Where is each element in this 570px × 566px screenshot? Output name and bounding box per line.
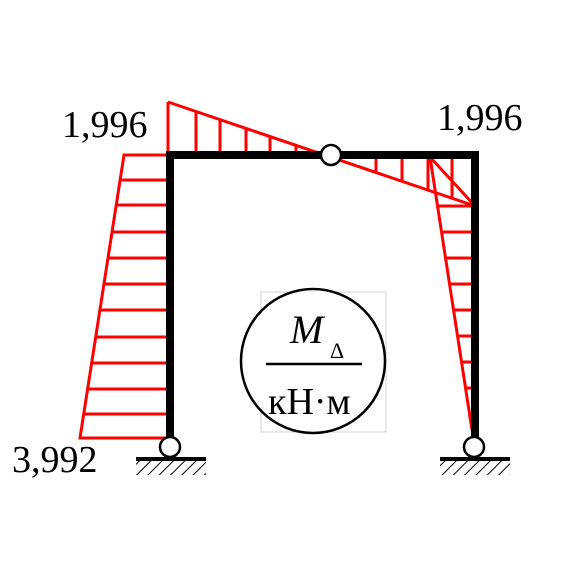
diagram-legend: M Δ кН·м [239,287,387,435]
label-bottom-left: 3,992 [12,439,98,481]
right-ground-hatch [440,461,510,475]
legend-circle [239,287,387,435]
right-support-pin [462,435,486,459]
left-column [166,151,174,441]
right-column-hatching [439,204,475,390]
moment-diagram [78,100,477,440]
label-top-left: 1,996 [62,104,148,146]
right-column-moment-outline [428,155,477,208]
legend-unit: кН·м [268,381,351,423]
label-top-right: 1,996 [437,97,523,139]
right-column [471,151,479,441]
right-support [440,435,510,475]
legend-subscript: Δ [330,338,344,363]
left-support [136,435,206,475]
left-support-pin [158,435,182,459]
beam-hinge [319,143,343,167]
left-column-moment-outline [78,153,170,440]
left-ground-hatch [136,461,206,475]
legend-symbol: M [289,307,326,352]
right-column-moment-line [428,156,474,431]
left-column-hatching [85,178,170,416]
